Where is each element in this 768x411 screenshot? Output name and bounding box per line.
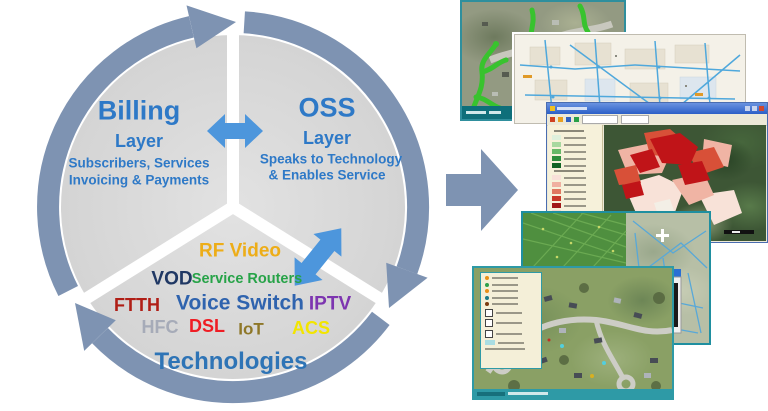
billing-layer-label: Layer [114, 131, 164, 151]
window-status-bar [474, 389, 672, 398]
tech-label-vod: VOD [151, 268, 193, 290]
tech-label-service-routers: Service Routers [191, 270, 303, 287]
legend-swatch-row [552, 135, 602, 140]
slice-divider-lower-left [59, 201, 237, 319]
cycle-arc-technologies [92, 311, 390, 403]
toolbar-icon [558, 117, 563, 122]
legend-section-title [554, 170, 584, 172]
legend-swatch-row [552, 203, 602, 208]
tech-label-voice-switch: Voice Switch [176, 291, 304, 315]
legend-swatch-row [485, 295, 541, 300]
oss-desc-line2: & Enables Service [268, 167, 386, 183]
minimize-button [745, 106, 750, 111]
legend-swatch-row [485, 347, 541, 350]
legend-swatch-row [552, 156, 602, 161]
popup-header [668, 269, 681, 277]
tech-label-iptv: IPTV [308, 293, 352, 315]
billing-oss-exchange-arrow [207, 114, 263, 148]
tech-label-iot: IoT [238, 319, 264, 339]
legend-swatch-row [485, 329, 541, 338]
toolbar-dropdown [621, 115, 649, 124]
oss-layer-label: Layer [302, 128, 352, 148]
billing-desc-line1: Subscribers, Services [68, 155, 210, 171]
window-title-bar [547, 103, 767, 114]
oss-technologies-exchange-arrow [294, 228, 342, 286]
legend-swatch-row [485, 282, 541, 287]
vegetation-map-art [523, 213, 708, 334]
legend-swatch-row [552, 175, 602, 180]
layers-cycle-diagram [37, 5, 430, 403]
technologies-slice [87, 207, 379, 380]
cycle-arrowhead-top [186, 5, 236, 49]
legend-swatch-row [485, 276, 541, 280]
tech-label-rf-video: RF Video [199, 240, 281, 262]
oss-title: OSS [298, 92, 356, 123]
flow-arrow [446, 149, 518, 231]
billing-desc-line2: Invoicing & Payments [68, 172, 210, 188]
cycle-arrowhead-bottom-left [75, 303, 116, 351]
legend-swatch-row [552, 182, 602, 187]
window-title-text-placeholder [557, 107, 587, 110]
legend-swatch-row [552, 142, 602, 147]
legend-swatch-row [552, 189, 602, 194]
toolbar-icon [550, 117, 555, 122]
toolbar-dropdown [582, 115, 618, 124]
maximize-button [752, 106, 757, 111]
legend-swatch-row [552, 196, 602, 201]
toolbar-icon [574, 117, 579, 122]
legend-swatch-row [552, 163, 602, 168]
tech-label-hfc: HFC [141, 317, 179, 337]
legend-swatch-row [485, 302, 541, 306]
tech-label-dsl: DSL [189, 316, 225, 336]
choropleth-art [614, 129, 754, 234]
neighborhood-aerial-window [472, 266, 674, 400]
cycle-arrowhead-right [386, 262, 428, 308]
technologies-title: Technologies [154, 348, 308, 375]
window-icon [550, 106, 555, 111]
map-legend-panel [480, 272, 542, 369]
legend-section-title [554, 130, 584, 132]
window-toolbar [547, 114, 767, 126]
cycle-arc-oss [243, 11, 430, 275]
legend-swatch-row [485, 319, 541, 327]
oss-desc-line1: Speaks to Technology [259, 151, 403, 167]
close-button [759, 106, 764, 111]
cycle-arc-billing [37, 16, 194, 296]
tech-label-ftth: FTTH [114, 295, 160, 315]
billing-title: Billing [97, 95, 181, 126]
tech-label-acs: ACS [291, 318, 331, 338]
legend-swatch-row [485, 308, 541, 317]
legend-swatch-row [485, 289, 541, 293]
legend-swatch-row [485, 340, 541, 345]
legend-swatch-row [552, 149, 602, 154]
toolbar-icon [566, 117, 571, 122]
